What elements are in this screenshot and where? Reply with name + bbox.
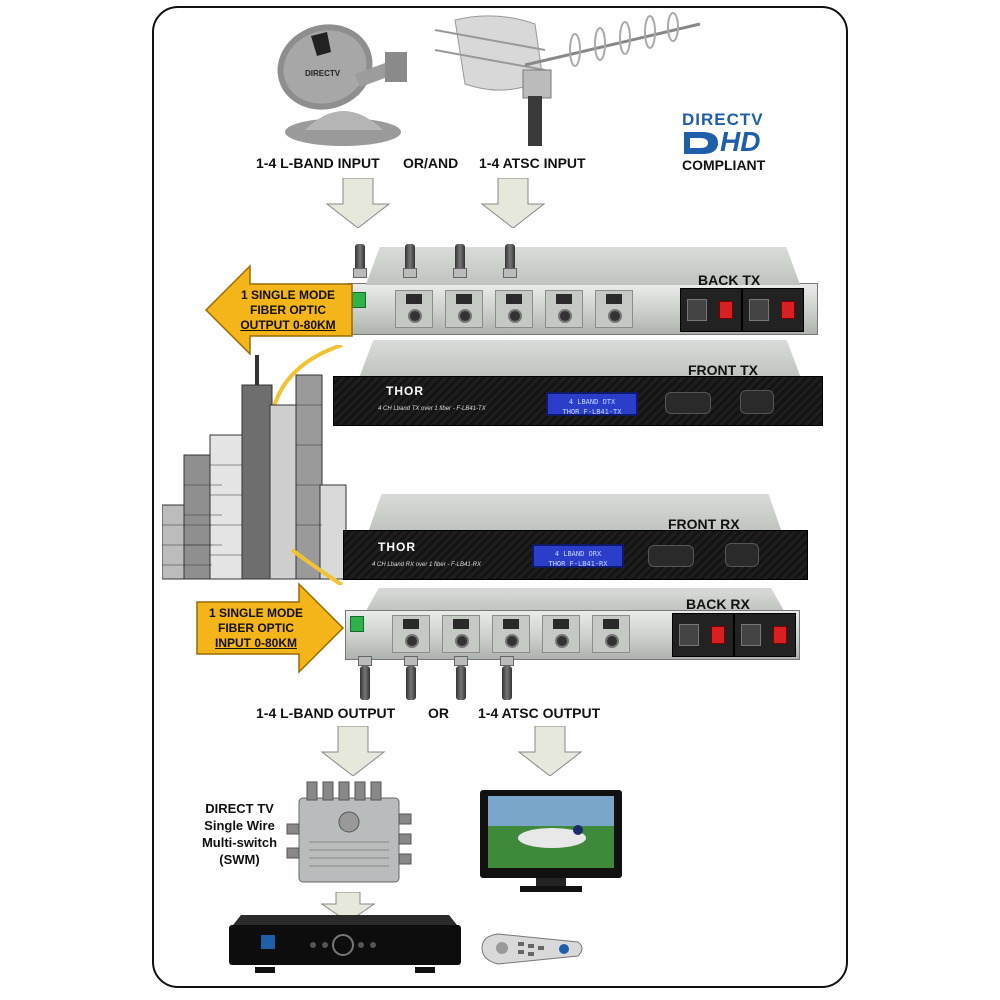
front-tx-model: 4 CH Lband TX over 1 fiber - F-LB41-TX <box>378 406 486 412</box>
down-arrow-icon <box>325 178 391 228</box>
tv-antenna-icon <box>434 12 701 146</box>
coax-connector-icon <box>503 268 517 278</box>
swm-label: DIRECT TV Single Wire Multi-switch (SWM) <box>192 800 287 868</box>
multiswitch-icon <box>286 781 412 883</box>
coax-cable-icon <box>405 244 415 278</box>
directv-logo-top: DIRECTV <box>682 110 764 129</box>
front-rx-lcd: 4 LBAND ORX THOR F-LB41-RX <box>532 544 624 568</box>
coax-cable-icon <box>455 244 465 278</box>
front-tx-power-button <box>740 390 774 414</box>
channel-module <box>542 615 580 653</box>
coax-cable-icon <box>502 666 512 700</box>
coax-cable-icon <box>406 666 416 700</box>
swm-line3: Multi-switch <box>201 835 278 850</box>
lband-input-label: 1-4 L-BAND INPUT <box>256 155 380 171</box>
front-tx-lcd: 4 LBAND OTX THOR F-LB41-TX <box>546 392 638 416</box>
coax-connector-icon <box>358 656 372 666</box>
coax-cable-icon <box>360 666 370 700</box>
directv-swoosh-icon <box>684 132 718 154</box>
swm-line4: (SWM) <box>219 852 260 867</box>
rx-callout-line2: FIBER OPTIC <box>217 621 294 635</box>
coax-connector-icon <box>500 656 514 666</box>
down-arrow-icon <box>517 726 583 776</box>
front-tx-lcd-line2: THOR F-LB41-TX <box>562 408 622 416</box>
front-rx-lcd-line2: THOR F-LB41-RX <box>548 560 608 568</box>
front-tx-label: FRONT TX <box>688 362 758 378</box>
front-rx-lcd-line1: 4 LBAND ORX <box>554 550 602 558</box>
remote-control-icon <box>481 933 583 965</box>
sc-fiber-connector-icon <box>352 292 366 308</box>
front-rx-model: 4 CH Lband RX over 1 fiber - F-LB41-RX <box>372 562 482 568</box>
coax-cable-icon <box>456 666 466 700</box>
coax-connector-icon <box>453 268 467 278</box>
directv-logo-hd: HD <box>720 126 761 157</box>
atsc-input-label: 1-4 ATSC INPUT <box>479 155 586 171</box>
atsc-output-label: 1-4 ATSC OUTPUT <box>478 705 601 721</box>
front-tx-keypad <box>665 392 711 414</box>
or-label: OR <box>428 705 449 721</box>
television-icon <box>480 790 622 892</box>
power-socket <box>742 288 804 332</box>
power-socket <box>680 288 742 332</box>
tx-callout-line3: OUTPUT 0-80KM <box>240 318 336 332</box>
front-tx-lcd-line1: 4 LBAND OTX <box>568 398 616 406</box>
channel-module <box>442 615 480 653</box>
front-rx-keypad <box>648 545 694 567</box>
channel-module <box>445 290 483 328</box>
channel-module <box>495 290 533 328</box>
down-arrow-icon <box>480 178 546 228</box>
channel-module <box>392 615 430 653</box>
channel-module <box>492 615 530 653</box>
channel-module <box>595 290 633 328</box>
front-tx-top <box>359 340 801 378</box>
channel-module <box>545 290 583 328</box>
tx-callout-line1: 1 SINGLE MODE <box>240 288 335 302</box>
rx-callout-line1: 1 SINGLE MODE <box>208 606 303 620</box>
tx-callout-line2: FIBER OPTIC <box>249 303 326 317</box>
sc-fiber-connector-icon <box>350 616 364 632</box>
receiver-box-icon <box>229 915 461 973</box>
back-tx-top <box>365 247 801 285</box>
fiber-output-arrow-icon <box>204 264 353 356</box>
directv-hd-logo: DIRECTV HD COMPLIANT <box>676 110 786 176</box>
coax-connector-icon <box>353 268 367 278</box>
city-skyline-icon <box>162 345 347 585</box>
lband-output-label: 1-4 L-BAND OUTPUT <box>256 705 396 721</box>
coax-connector-icon <box>404 656 418 666</box>
swm-line2: Single Wire <box>204 818 275 833</box>
front-rx-power-button <box>725 543 759 567</box>
back-rx-top <box>365 588 785 612</box>
coax-connector-icon <box>403 268 417 278</box>
power-socket <box>672 613 734 657</box>
coax-connector-icon <box>454 656 468 666</box>
fiber-input-arrow-icon <box>196 582 345 674</box>
or-and-label: OR/AND <box>403 155 459 171</box>
front-rx-label: FRONT RX <box>668 516 740 532</box>
rx-callout-line3: INPUT 0-80KM <box>214 636 297 650</box>
channel-module <box>395 290 433 328</box>
dish-logo-text: DIRECTV <box>305 69 341 78</box>
power-socket <box>734 613 796 657</box>
back-rx-label: BACK RX <box>686 596 750 612</box>
satellite-dish-icon: DIRECTV <box>277 24 407 146</box>
front-rx-top <box>368 494 782 532</box>
front-tx-brand: THOR <box>386 384 424 398</box>
back-tx-label: BACK TX <box>698 272 761 288</box>
coax-cable-icon <box>505 244 515 278</box>
down-arrow-icon <box>320 726 386 776</box>
coax-cable-icon <box>355 244 365 278</box>
directv-logo-compliant: COMPLIANT <box>682 157 766 173</box>
swm-line1: DIRECT TV <box>205 801 274 816</box>
channel-module <box>592 615 630 653</box>
front-rx-brand: THOR <box>378 540 416 554</box>
tx-callout-text: 1 SINGLE MODE FIBER OPTIC OUTPUT 0-80KM <box>228 288 348 333</box>
rx-callout-text: 1 SINGLE MODE FIBER OPTIC INPUT 0-80KM <box>196 606 316 651</box>
down-arrow-icon <box>320 892 376 922</box>
